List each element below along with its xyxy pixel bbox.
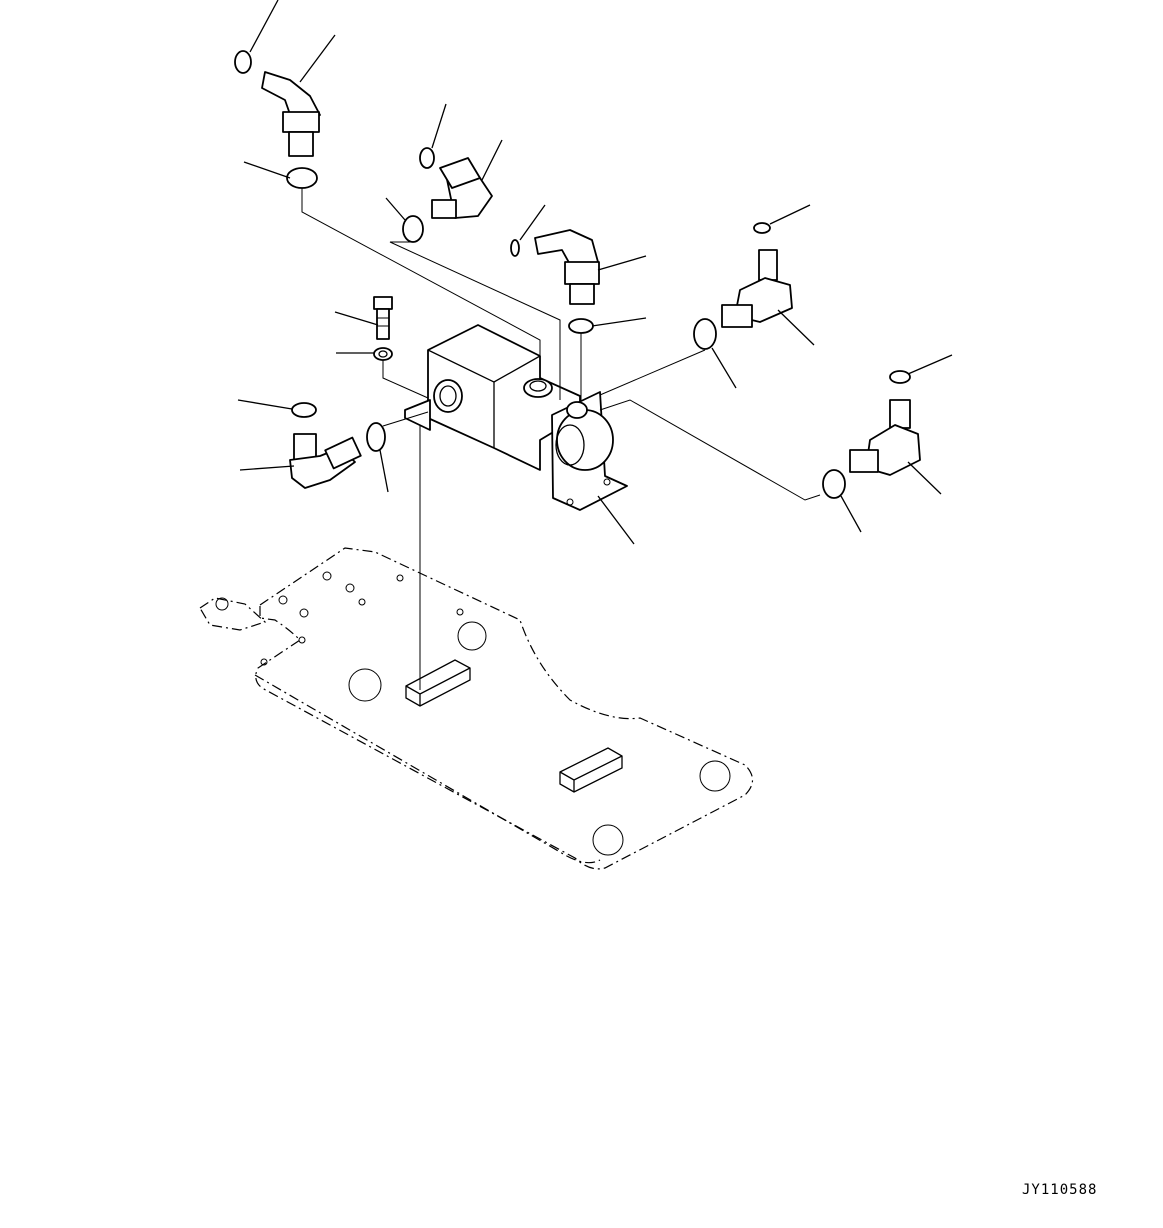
leader-lines — [237, 0, 953, 545]
elbow-fitting-right — [849, 399, 921, 476]
elbow-fitting-top-left — [261, 71, 321, 157]
drawing-code-label: JY110588 — [1022, 1182, 1098, 1198]
base-plate — [199, 420, 754, 870]
elbow-fitting-center-top — [534, 229, 600, 305]
elbow-fitting-upper-right — [721, 249, 793, 328]
o-rings — [234, 50, 911, 499]
valve-block-assembly — [404, 324, 628, 511]
bolt — [373, 296, 393, 340]
elbow-fitting-upper-middle — [431, 157, 493, 219]
elbow-fitting-left — [289, 433, 362, 489]
washer — [373, 347, 393, 361]
assembly-lines — [301, 188, 821, 501]
